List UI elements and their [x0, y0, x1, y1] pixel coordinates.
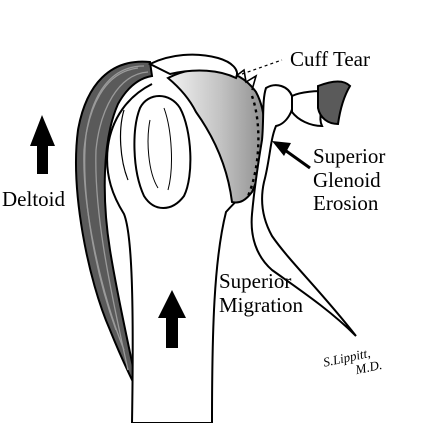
cuff-tear-label: Cuff Tear [290, 47, 370, 71]
superior-migration-label: Superior Migration [219, 269, 303, 317]
deltoid-up-arrow [30, 115, 55, 174]
greater-tuberosity [119, 95, 192, 209]
glenoid-label-line1: Superior [313, 144, 386, 168]
humeral-head [166, 67, 266, 204]
scapula [147, 53, 357, 337]
glenoid-erosion-label: Superior Glenoid Erosion [313, 144, 386, 216]
migration-up-arrow [158, 290, 186, 348]
cuff-tear-leader [241, 59, 283, 75]
glenoid-label-line2: Glenoid [313, 167, 381, 192]
migration-label-line1: Superior [219, 269, 292, 293]
glenoid-label-line3: Erosion [313, 191, 379, 216]
glenoid-pointer-arrow [272, 141, 311, 170]
deltoid-label: Deltoid [2, 187, 65, 211]
migration-label-line2: Migration [219, 292, 303, 317]
